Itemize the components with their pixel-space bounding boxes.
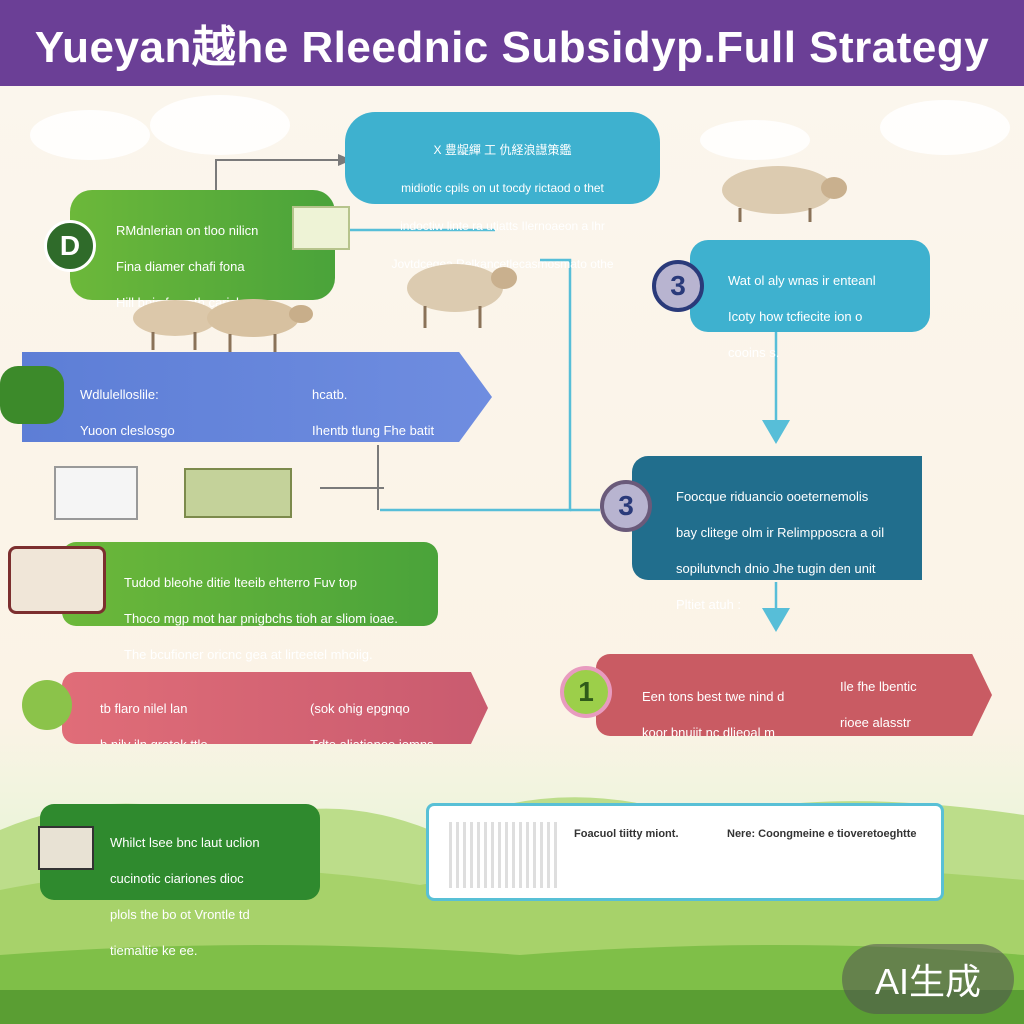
step-badge: 1 [560,666,612,718]
step-text: Wat ol aly wnas ir enteanl [728,273,876,288]
step-text: cucinotic ciariones dioc [110,871,244,886]
step-text: rioee alasstr [840,715,911,730]
step-text: cooins s. [728,345,780,360]
step-green-mid: Tudod bleohe ditie lteeib ehterro Fuv to… [62,542,438,662]
table-col-2: Nere: Coongmeine e tioveretoeghtte [727,828,917,840]
cloud [30,110,150,160]
hand-icon [0,366,64,424]
step-text: indoctiw linte ra utiatts Ilernoaeon a l… [400,219,605,233]
step-text: Foocque riduancio ooeternemolis [676,489,869,504]
step-text: bay clitege olm ir Relimpposcra a oil [676,525,885,540]
step-text: Wdlulelloslile: [80,387,159,402]
cloud [700,120,810,160]
step-blue-left: Wdlulelloslile: Yuoon cleslosgo for thly… [22,352,492,442]
step-text: RMdnlerian on tloo nilicn [116,223,259,238]
table-bars [449,822,559,888]
step-top-teal: X 豊龊繟 工 仇経浪譿策鑑 midiotic cpils on ut tocd… [345,112,660,271]
sheep-illustration [133,299,313,352]
step-text: tb flaro nilel lan [100,701,188,716]
sign-icon [38,826,94,870]
step-text: b nily iln grotok ttlo [100,737,208,752]
summary-table: Foacuol tiitty miont. Nere: Coongmeine e… [426,803,944,901]
step-text: (sok ohig epgnqo [310,701,410,716]
step-text: Tdte aliatianoe jomns [310,737,434,752]
step-text: tiemaltie ke ee. [110,943,198,958]
cloud [880,100,1010,155]
step-red-right: Een tons best twe nind d koor bnuiit nc … [596,654,992,736]
book-icon [8,546,106,614]
document-icon [54,466,138,520]
step-text: Thoco mgp mot har pnigbchs tioh ar sliom… [124,611,398,626]
cloud [150,95,290,155]
step-text: hcatb. [312,387,348,402]
step-red-left: tb flaro nilel lan b nily iln grotok ttl… [62,672,488,744]
step-text: Een tons best twe nind d [642,689,785,704]
step-text: Tudod bleohe ditie lteeib ehterro Fuv to… [124,575,357,590]
step-text: Ihentb tlung Fhe batit [312,423,435,438]
step-text: sopilutvnch dnio Jhe tugin den unit [676,561,876,576]
step-text: midiotic cpils on ut tocdy rictaod o the… [401,181,604,195]
step-text: koor bnuiit nc dlieoal m [642,725,775,740]
step-green-top: RMdnlerian on tloo nilicn Fina diamer ch… [70,190,335,310]
page-title: Yueyan越he Rleednic Subsidyp.Full Strateg… [0,0,1024,86]
table-col-1: Foacuol tiitty miont. [574,828,679,840]
step-text: X 豊龊繟 工 仇経浪譿策鑑 [433,143,572,157]
ai-generated-watermark: AI生成 [842,944,1014,1014]
step-badge: 3 [600,480,652,532]
note-card-icon [292,206,350,250]
step-navy-right: Foocque riduancio ooeternemolis bay clit… [632,456,922,612]
step-text: plols the bo ot Vrontle td [110,907,250,922]
step-text: Pltiet atuh : [676,597,742,612]
sheep-illustration [722,166,847,222]
step-badge: 3 [652,260,704,312]
step-text: Fina diamer chafi fona [116,259,245,274]
step-text: The bcufioner oricnc gea at lirteetel mh… [124,647,373,662]
crate-icon [184,468,292,518]
step-teal-right: Wat ol aly wnas ir enteanl Icoty how tcf… [690,240,930,360]
sheep-illustration [407,264,517,328]
info-icon [22,680,72,730]
step-badge: D [44,220,96,272]
step-text: Whilct lsee bnc laut uclion [110,835,260,850]
step-text: Ile fhe lbentic [840,679,917,694]
step-text: Yuoon cleslosgo [80,423,175,438]
step-text: Icoty how tcfiecite ion o [728,309,863,324]
